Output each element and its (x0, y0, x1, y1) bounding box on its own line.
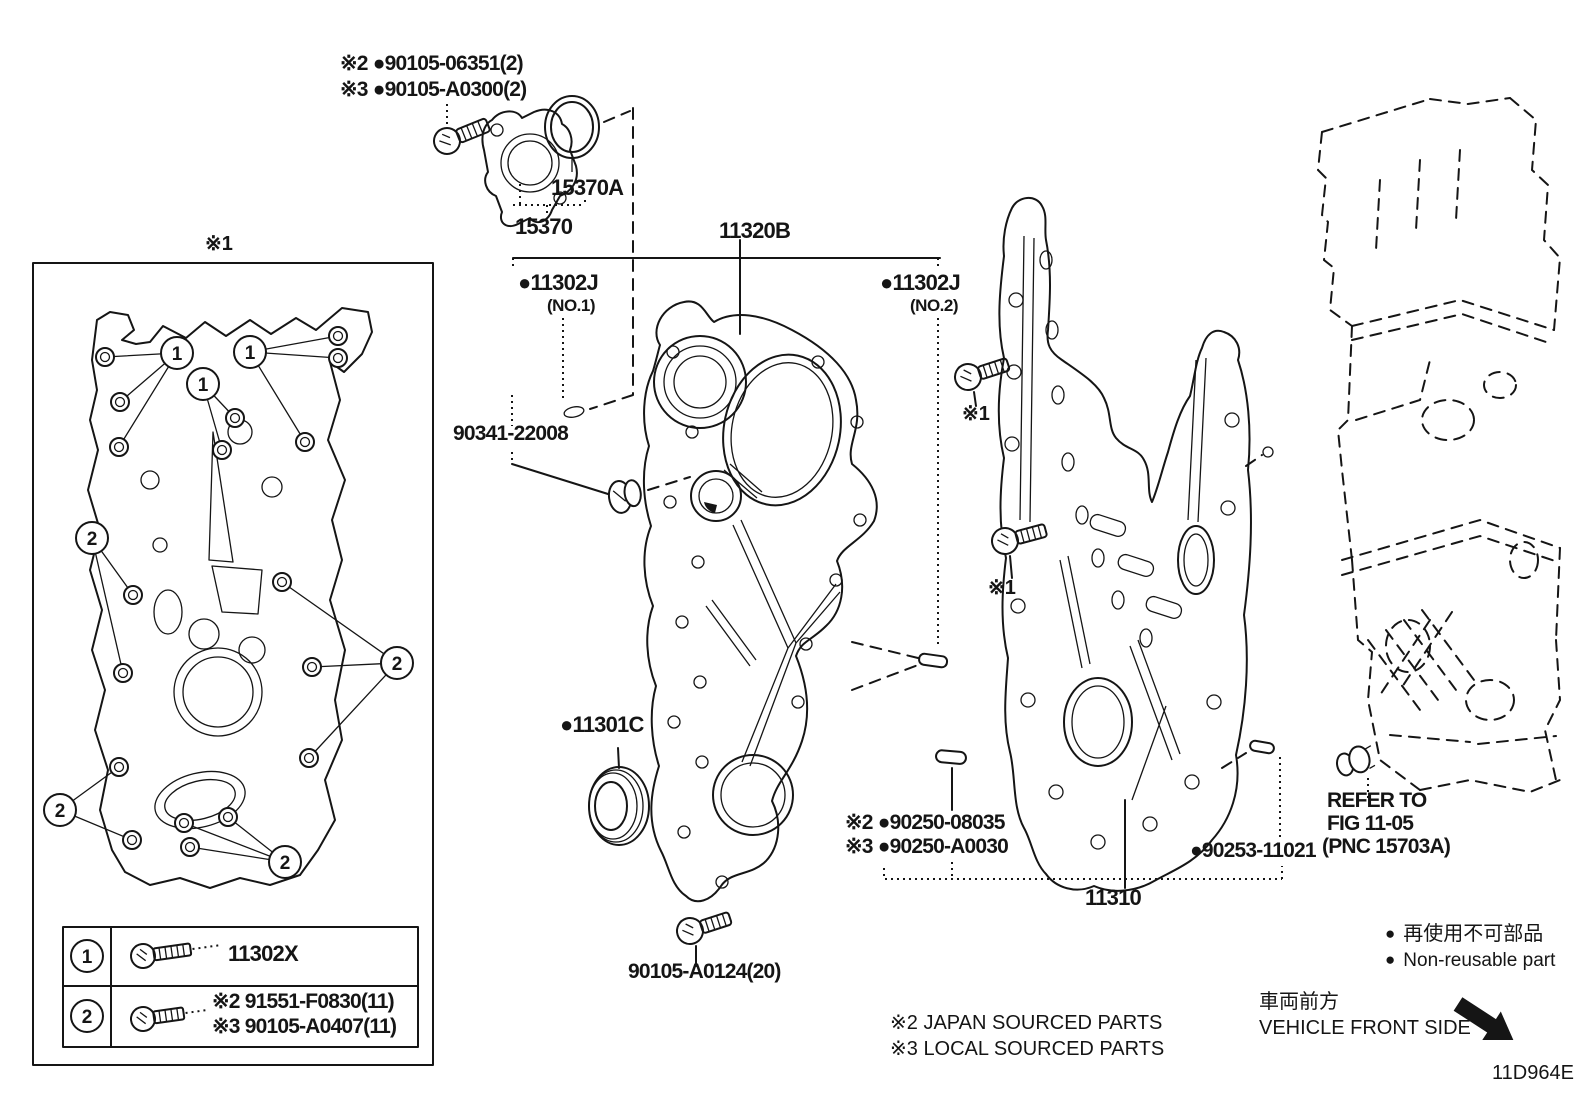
nonreusable-bullet-icon: ● (1385, 950, 1396, 969)
legend-part-90105: ※3 90105-A0407(11) (212, 1015, 397, 1038)
label-local-sourced: ※3 LOCAL SOURCED PARTS (890, 1038, 1165, 1060)
oil-seal-drawing (588, 747, 650, 846)
label-japan-sourced: ※2 JAPAN SOURCED PARTS (890, 1012, 1163, 1034)
cover-bolt-drawing (676, 911, 733, 967)
bolt-holes (95, 326, 348, 857)
label-front-jp: 車両前方 (1259, 991, 1339, 1013)
label-drawing-code: 11D964E (1492, 1062, 1574, 1084)
label-11302J-no1-note: (NO.1) (547, 296, 596, 315)
label-bolt-note-1: ※1 (962, 403, 990, 425)
legend-num-1: 1 (82, 947, 93, 968)
legend-part-11302X: 11302X (228, 941, 299, 966)
legend-part-91551: ※2 91551-F0830(11) (212, 990, 395, 1013)
sub-assembly-bracket (512, 239, 941, 648)
engine-block-phantom (1316, 97, 1562, 800)
case-bolts (954, 357, 1048, 579)
vehicle-front-arrow (1453, 997, 1514, 1041)
callout-1: 1 (198, 375, 209, 396)
label-11320B: 11320B (719, 218, 791, 243)
straight-pin-drawing (883, 739, 1283, 889)
bolt-icon (130, 1006, 209, 1032)
legend-nonreusable-jp: ●再使用不可部品 (1385, 923, 1544, 945)
gasket-bead-pin (918, 652, 949, 669)
nonreusable-bullet-icon: ● (1385, 924, 1396, 943)
callout-2: 2 (280, 853, 291, 874)
callout-2: 2 (392, 654, 403, 675)
callout-2: 2 (87, 529, 98, 550)
label-box-note: ※1 (205, 233, 233, 255)
callout-2: 2 (55, 801, 66, 822)
label-refer-to-2: FIG 11-05 (1327, 812, 1414, 835)
label-90250-A0030: ※3 ●90250-A0030 (845, 835, 1009, 858)
label-90341-22008: 90341-22008 (453, 422, 569, 445)
label-90253-11021: ●90253-11021 (1190, 839, 1317, 862)
chain-cover-sub-drawing (642, 300, 949, 903)
callout-circles: 1 1 1 2 2 2 2 (43, 335, 414, 879)
legend-num-2: 2 (82, 1007, 93, 1028)
ring-pin-drawing (511, 395, 691, 514)
legend-table: 1 2 (62, 926, 419, 1048)
label-11302J-no1: ●11302J (518, 270, 599, 295)
label-water-inlet-bolt-note-1: ※2 ●90105-06351(2) (340, 52, 524, 75)
label-11301C: ●11301C (560, 712, 644, 737)
callout-1: 1 (172, 344, 183, 365)
label-refer-to-1: REFER TO (1327, 789, 1427, 812)
label-11310: 11310 (1085, 885, 1142, 910)
chain-case-drawing (997, 197, 1274, 892)
label-refer-to-3: (PNC 15703A) (1322, 835, 1451, 858)
water-inlet-drawing (433, 95, 634, 418)
label-90105-A0124: 90105-A0124(20) (628, 960, 781, 983)
label-15370: 15370 (515, 214, 573, 239)
bolt-icon (991, 523, 1048, 555)
callout-1: 1 (245, 343, 256, 364)
label-front-en: VEHICLE FRONT SIDE (1259, 1017, 1471, 1039)
plug-bolt (1336, 745, 1376, 777)
label-15370A: 15370A (551, 175, 624, 200)
bolt-icon (676, 911, 733, 945)
bolt-location-box: 1 1 1 2 2 2 2 1 2 (32, 262, 434, 1066)
label-water-inlet-bolt-note-2: ※3 ●90105-A0300(2) (340, 78, 527, 101)
label-bolt-note-2: ※1 (988, 577, 1016, 599)
bolt-icon (954, 357, 1011, 391)
legend-nonreusable-en: ●Non-reusable part (1385, 950, 1556, 971)
label-11302J-no2-note: (NO.2) (910, 296, 959, 315)
label-11302J-no2: ●11302J (880, 270, 961, 295)
bolt-icon (130, 942, 223, 969)
label-90250-08035: ※2 ●90250-08035 (845, 811, 1005, 834)
